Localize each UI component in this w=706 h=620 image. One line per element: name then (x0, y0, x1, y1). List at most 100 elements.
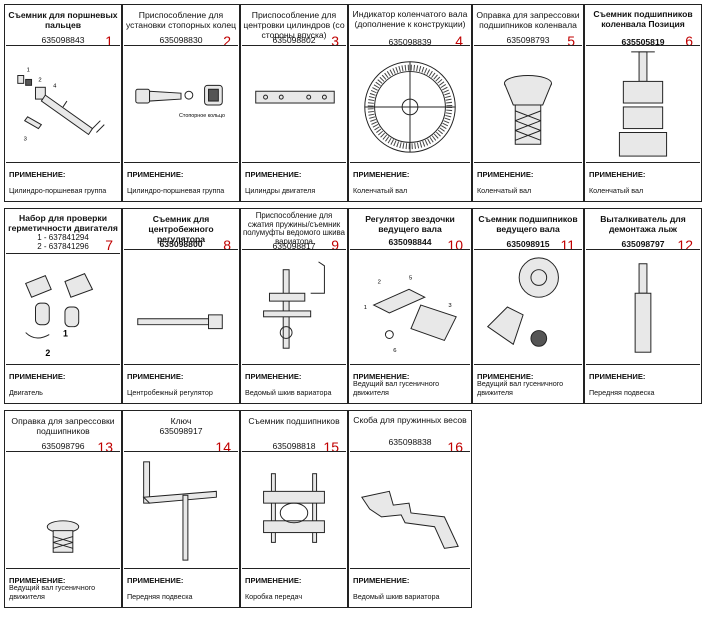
tool-code: 635098844 (388, 237, 432, 247)
applic-label: ПРИМЕНЕНИЕ: (353, 170, 410, 179)
applic-label: ПРИМЕНЕНИЕ: (127, 372, 184, 381)
t-wrench-icon (124, 451, 238, 569)
tool-card-7: Набор для проверки герметичности двигате… (4, 208, 122, 404)
tool-usage: Передняя подвеска (127, 591, 193, 601)
tool-code: 635098915 (506, 239, 550, 249)
tool-number: 4 (455, 33, 463, 49)
applic-label: ПРИМЕНЕНИЕ: (245, 170, 302, 179)
tool-usage: Ведущий вал гусеничного движителя (353, 379, 440, 397)
part-label: 6 (393, 348, 397, 354)
tool-usage: Передняя подвеска (589, 387, 655, 397)
tool-card-1: Съемник для поршневых пальцев 635098843 … (4, 4, 122, 202)
applic-label: ПРИМЕНЕНИЕ: (127, 170, 184, 179)
tool-title: Индикатор коленчатого вала (дополнение к… (352, 9, 468, 29)
tool-card-2: Приспособление для установки стопорных к… (122, 4, 240, 202)
tool-code: 635098839 (388, 37, 432, 47)
part-label: 1 (63, 329, 68, 339)
tool-number: 6 (685, 33, 693, 49)
tool-code: 635098817 (272, 241, 316, 251)
part-label: 2 (378, 279, 381, 285)
tool-number: 1 (105, 33, 113, 49)
tool-title: Съемник для центробежного регулятора (148, 214, 214, 244)
tool-subcode: 1 - 637841294 (37, 233, 89, 242)
bearing-driver-icon (6, 451, 120, 569)
tool-usage: Ведущий вал гусеничного движителя (9, 583, 96, 601)
leak-test-kit-icon: 1 2 (6, 253, 120, 365)
tool-number: 5 (567, 33, 575, 49)
part-label: 1 (27, 68, 30, 74)
tool-card-5: Оправка для запрессовки подшипников коле… (472, 4, 584, 202)
tool-code: 635098838 (388, 437, 432, 447)
tool-number: 3 (331, 33, 339, 49)
tool-usage: Коленчатый вал (589, 185, 644, 195)
part-label: 5 (409, 275, 413, 281)
tool-usage: Цилиндро-поршневая группа (9, 185, 107, 195)
tool-card-15: Съемник подшипников 635098818 15 ПРИМЕНЕ… (240, 410, 348, 608)
tool-usage: Коленчатый вал (477, 185, 532, 195)
part-label: Стопорное кольцо (179, 113, 225, 119)
tool-usage: Цилиндро-поршневая группа (127, 185, 225, 195)
tool-code: 635098843 (41, 35, 85, 45)
tool-title: Оправка для запрессовки подшипников коле… (476, 10, 580, 30)
tool-number: 2 (223, 33, 231, 49)
bearing-press-mandrel-icon (474, 45, 582, 163)
tool-usage: Ведомый шкив вариатора (245, 387, 332, 397)
piston-pin-puller-icon: 1 2 4 3 (6, 45, 120, 163)
applic-label: ПРИМЕНЕНИЕ: (589, 372, 646, 381)
tool-card-9: Приспособление для сжатия пружины/съемни… (240, 208, 348, 404)
tool-usage: Двигатель (9, 387, 43, 397)
part-label: 1 (364, 305, 367, 311)
applic-label: ПРИМЕНЕНИЕ: (127, 576, 184, 585)
tool-card-10: Регулятор звездочки ведущего вала 635098… (348, 208, 472, 404)
tool-title: Выталкиватель для демонтажа лыж (600, 214, 686, 234)
tool-title: Приспособление для центровки цилиндров (… (243, 10, 345, 40)
part-label: 2 (45, 348, 50, 358)
part-label: 4 (53, 83, 57, 89)
tool-number: 8 (223, 237, 231, 253)
tool-code: 635098818 (272, 441, 316, 451)
applic-label: ПРИМЕНЕНИЕ: (353, 372, 410, 381)
tool-number: 9 (331, 237, 339, 253)
tool-code: 635098802 (272, 35, 316, 45)
tool-code: 635098796 (41, 441, 85, 451)
tool-title: Съемник подшипников (248, 416, 340, 426)
tool-card-4: Индикатор коленчатого вала (дополнение к… (348, 4, 472, 202)
tool-title: Набор для проверки герметичности двигате… (8, 213, 118, 233)
applic-label: ПРИМЕНЕНИЕ: (353, 576, 410, 585)
tool-title: Приспособление для сжатия пружины/съемни… (243, 211, 345, 246)
tool-card-16: Скоба для пружинных весов 635098838 16 П… (348, 410, 472, 608)
tool-usage: Ведущий вал гусеничного движителя (477, 379, 564, 397)
tool-card-14: Ключ 635098917 14 ПРИМЕНЕНИЕ: Передняя п… (122, 410, 240, 608)
tool-title: Скоба для пружинных весов (353, 415, 467, 425)
tool-title: Съемник подшипников ведущего вала (478, 214, 578, 234)
degree-wheel-icon (350, 45, 470, 163)
cylinder-alignment-plate-icon (242, 45, 346, 163)
part-label: 2 (38, 77, 41, 83)
snap-ring-installer-icon: Стопорное кольцо (124, 45, 238, 163)
tool-card-8: Съемник для центробежного регулятора 635… (122, 208, 240, 404)
crank-bearing-puller-icon (586, 45, 700, 163)
tool-title: Съемник подшипников коленвала Позиция (593, 9, 693, 29)
tool-card-12: Выталкиватель для демонтажа лыж 63509879… (584, 208, 702, 404)
tool-number: 7 (105, 237, 113, 253)
tool-code: 635098830 (159, 35, 203, 45)
bearing-separator-icon (242, 451, 346, 569)
part-label: 3 (24, 136, 28, 142)
applic-label: ПРИМЕНЕНИЕ: (477, 170, 534, 179)
applic-label: ПРИМЕНЕНИЕ: (245, 576, 302, 585)
tool-usage: Коробка передач (245, 591, 303, 601)
spring-scale-bracket-icon (350, 451, 470, 569)
tool-card-6: Съемник подшипников коленвала Позиция 63… (584, 4, 702, 202)
applic-label: ПРИМЕНЕНИЕ: (245, 372, 302, 381)
applic-label: ПРИМЕНЕНИЕ: (589, 170, 646, 179)
tool-usage: Цилиндры двигателя (245, 185, 316, 195)
applic-label: ПРИМЕНЕНИЕ: (9, 372, 66, 381)
tool-card-11: Съемник подшипников ведущего вала 635098… (472, 208, 584, 404)
tool-title: Приспособление для установки стопорных к… (125, 10, 237, 30)
tool-code: 635505819 (621, 37, 665, 47)
tool-usage: Коленчатый вал (353, 185, 408, 195)
tool-subcode: 2 - 637841296 (37, 242, 89, 251)
centrifugal-regulator-puller-icon (124, 249, 238, 365)
applic-label: ПРИМЕНЕНИЕ: (9, 576, 66, 585)
applic-label: ПРИМЕНЕНИЕ: (9, 170, 66, 179)
